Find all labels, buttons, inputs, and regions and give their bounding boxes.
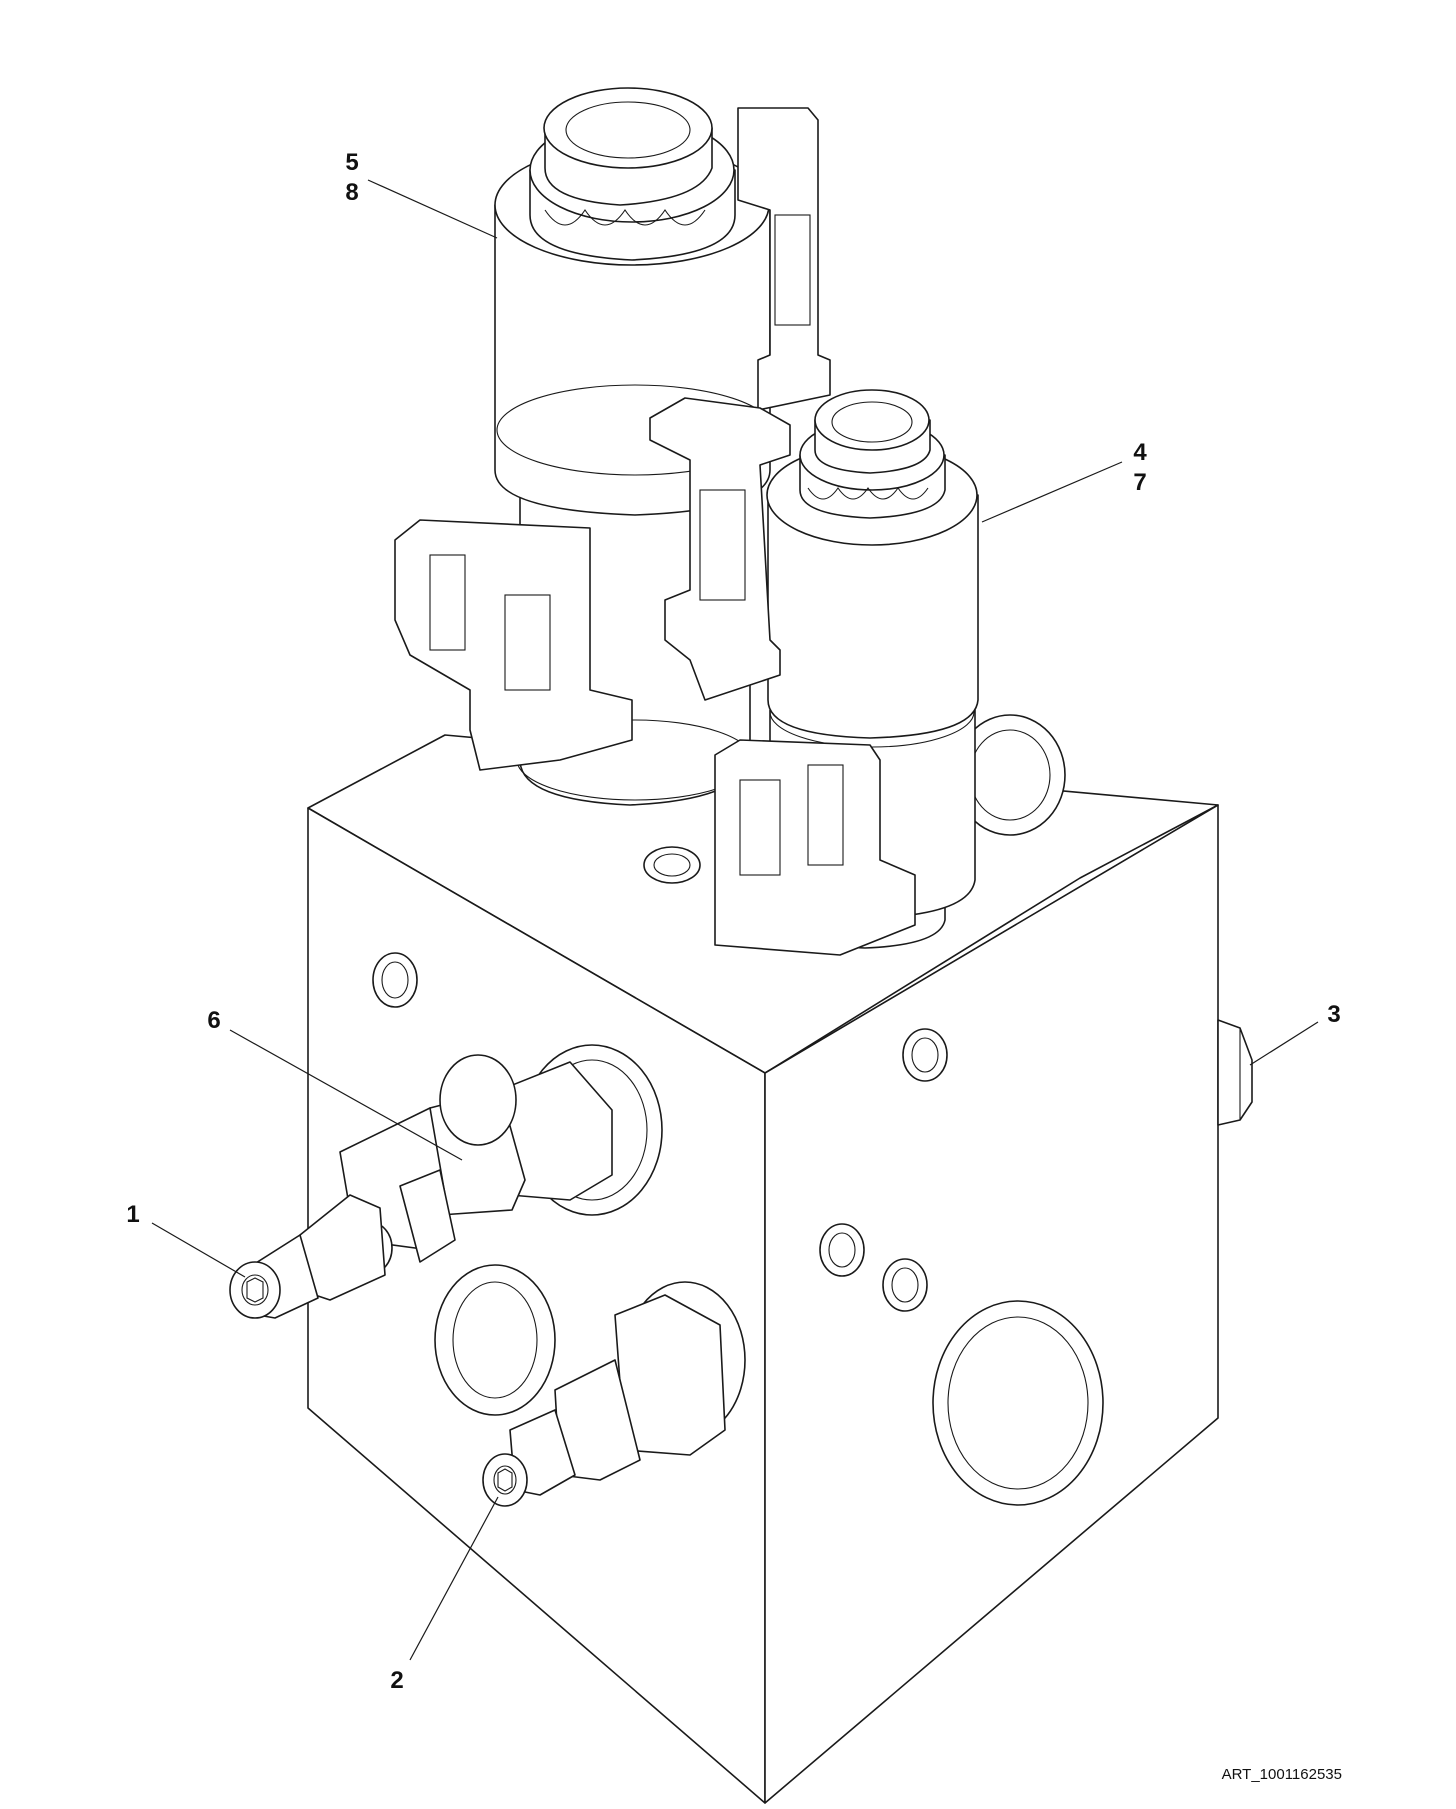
leader-6 [229, 1029, 463, 1161]
art-reference-number: ART_1001162535 [1222, 1766, 1342, 1783]
leader-lines [151, 179, 1319, 1661]
callout-2: 2 [390, 1667, 403, 1694]
callout-5: 5 [345, 149, 358, 176]
left-face-ports [372, 952, 556, 1416]
leader-2 [409, 1496, 499, 1661]
right-face-ports [819, 1028, 1104, 1506]
valve-cartridge-item-1 [229, 1054, 517, 1319]
leader-5-8 [367, 179, 498, 239]
leader-4-7 [981, 461, 1123, 523]
side-plug-item-3 [1217, 1019, 1253, 1126]
valve-cartridge-item-6 [339, 1044, 663, 1275]
valve-cartridge-item-2 [482, 1281, 746, 1507]
small-solenoid-valve-item-4-7 [649, 389, 979, 956]
callout-8: 8 [345, 179, 358, 206]
leader-3 [1249, 1021, 1319, 1066]
callout-6: 6 [207, 1007, 220, 1034]
callout-7: 7 [1133, 469, 1146, 496]
callout-1: 1 [126, 1201, 139, 1228]
callout-labels: 5 8 4 7 6 1 3 2 [126, 149, 1340, 1694]
callout-3: 3 [1327, 1001, 1340, 1028]
callout-4: 4 [1133, 439, 1147, 466]
leader-1 [151, 1222, 246, 1278]
